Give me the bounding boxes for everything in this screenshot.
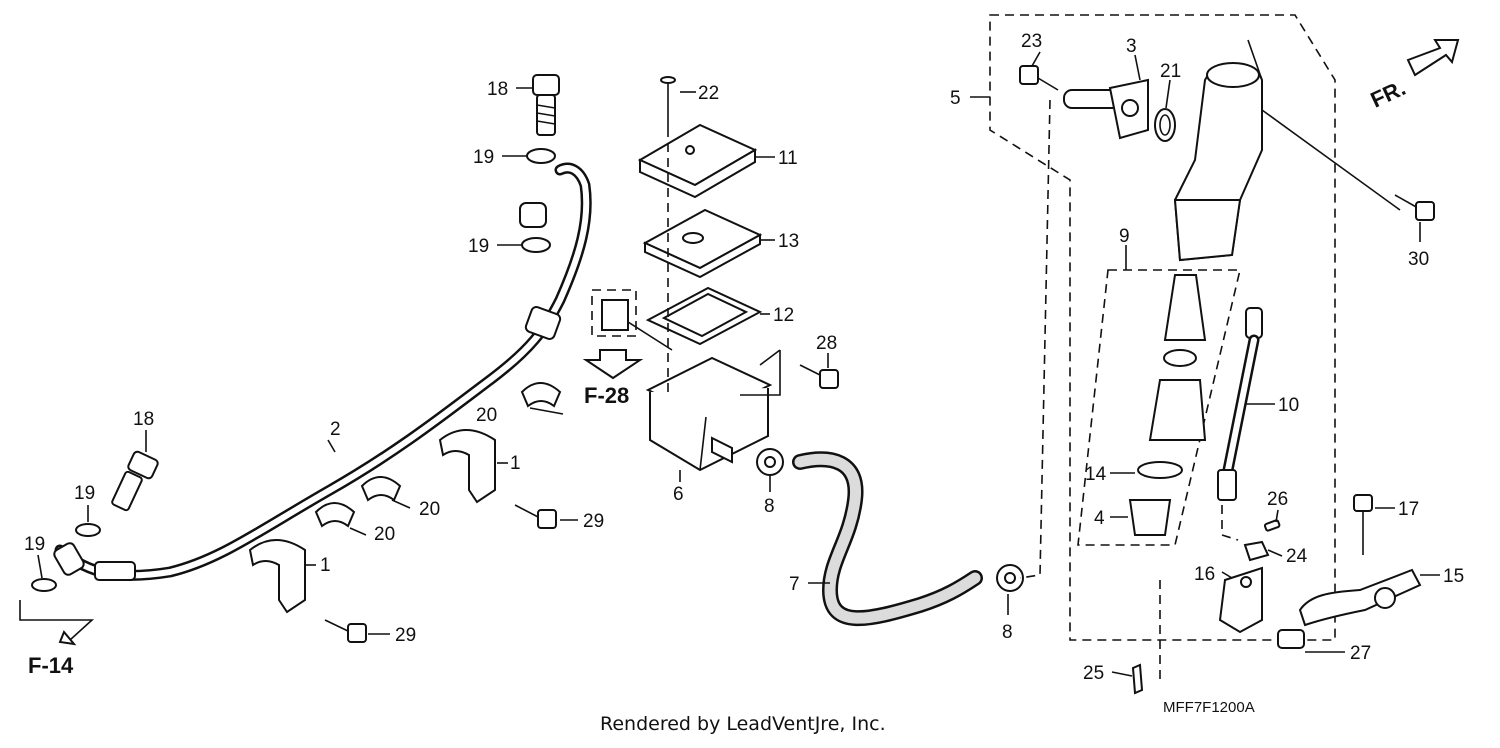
callout-30: 30 <box>1408 249 1429 270</box>
diagram-code: MFF7F1200A <box>1163 699 1255 716</box>
pushrod[interactable] <box>1217 307 1263 501</box>
callout-24: 24 <box>1286 546 1308 567</box>
callout-22: 22 <box>698 83 719 104</box>
callout-18: 18 <box>133 409 154 430</box>
sealing-washer <box>31 578 57 592</box>
f28-reference <box>582 289 673 380</box>
callout-19: 19 <box>24 534 45 555</box>
reservoir-screw[interactable] <box>660 76 676 128</box>
sealing-washer <box>526 148 556 164</box>
reference-f28: F-28 <box>584 383 629 408</box>
hose-fitting-top <box>519 202 562 340</box>
reservoir-body[interactable] <box>645 356 773 472</box>
joint-pin <box>1277 629 1305 649</box>
callout-1: 1 <box>510 453 521 474</box>
callout-21: 21 <box>1160 61 1181 82</box>
o-ring <box>1154 108 1176 142</box>
front-direction-indicator: FR. <box>1367 39 1460 113</box>
flange-bolt[interactable] <box>1394 194 1435 221</box>
callout-12: 12 <box>773 305 794 326</box>
pushrod-clevis[interactable] <box>1218 566 1263 634</box>
brake-pedal-joint[interactable] <box>1298 568 1422 627</box>
piston-kit-outline <box>1077 269 1242 546</box>
callout-5: 5 <box>950 88 961 109</box>
callout-29: 29 <box>583 511 604 532</box>
diaphragm-plate[interactable] <box>642 208 763 279</box>
callout-8: 8 <box>1002 622 1013 643</box>
callout-1: 1 <box>320 555 331 576</box>
callout-20: 20 <box>374 524 395 545</box>
reservoir-bracket-bolt[interactable] <box>740 349 839 396</box>
hose-clip[interactable] <box>996 564 1024 592</box>
callout-9: 9 <box>1119 226 1130 247</box>
callout-labels: 18 19 19 22 11 13 12 28 6 8 2 1 1 20 20 … <box>24 31 1464 684</box>
flange-bolt[interactable] <box>324 504 557 643</box>
hose-clip[interactable] <box>756 448 784 476</box>
callout-16: 16 <box>1194 564 1215 585</box>
flange-bolt[interactable] <box>1019 65 1059 91</box>
callout-26: 26 <box>1267 489 1288 510</box>
master-cylinder-body[interactable] <box>1173 39 1401 262</box>
callout-3: 3 <box>1126 36 1137 57</box>
callout-11: 11 <box>778 148 798 169</box>
callout-17: 17 <box>1398 499 1419 520</box>
callout-18: 18 <box>487 79 508 100</box>
callout-19: 19 <box>74 483 95 504</box>
direction-label: FR. <box>1367 75 1410 113</box>
callout-8: 8 <box>764 496 775 517</box>
callout-19: 19 <box>468 236 489 257</box>
callout-7: 7 <box>789 574 800 595</box>
reservoir-cap[interactable] <box>637 123 758 199</box>
assembly-outline <box>989 14 1336 641</box>
reference-f14: F-14 <box>28 653 74 678</box>
banjo-bolt-top[interactable] <box>532 74 560 136</box>
callout-13: 13 <box>778 231 799 252</box>
callout-25: 25 <box>1083 663 1104 684</box>
lock-nut <box>1243 540 1270 562</box>
sealing-washer <box>75 523 101 537</box>
piston-spring[interactable] <box>1128 274 1207 536</box>
hose-clamp[interactable] <box>314 382 562 528</box>
flange-bolt[interactable] <box>1353 494 1373 555</box>
callout-20: 20 <box>419 499 440 520</box>
hose-guide[interactable] <box>248 429 496 614</box>
diaphragm[interactable] <box>645 286 763 346</box>
callout-14: 14 <box>1085 464 1107 485</box>
callout-4: 4 <box>1094 508 1105 529</box>
brake-hose[interactable] <box>54 162 592 582</box>
reservoir-hose[interactable] <box>792 451 983 627</box>
callout-15: 15 <box>1443 566 1464 587</box>
callout-2: 2 <box>330 419 341 440</box>
callout-10: 10 <box>1278 395 1299 416</box>
sealing-washer <box>521 237 551 253</box>
callout-28: 28 <box>816 333 837 354</box>
callout-27: 27 <box>1350 643 1371 664</box>
callout-6: 6 <box>673 484 684 505</box>
hose-fitting-left <box>53 542 136 581</box>
cotter-pin <box>1131 663 1144 695</box>
leader-lines <box>37 51 1440 677</box>
footer-credit: Rendered by LeadVentJre, Inc. <box>600 713 886 735</box>
banjo-bolt-left[interactable] <box>111 450 159 512</box>
pushrod-joint[interactable] <box>1063 78 1149 140</box>
callout-19: 19 <box>473 147 494 168</box>
cotter-pin <box>1263 519 1281 532</box>
callout-23: 23 <box>1021 31 1042 52</box>
callout-20: 20 <box>476 405 497 426</box>
callout-29: 29 <box>395 625 416 646</box>
